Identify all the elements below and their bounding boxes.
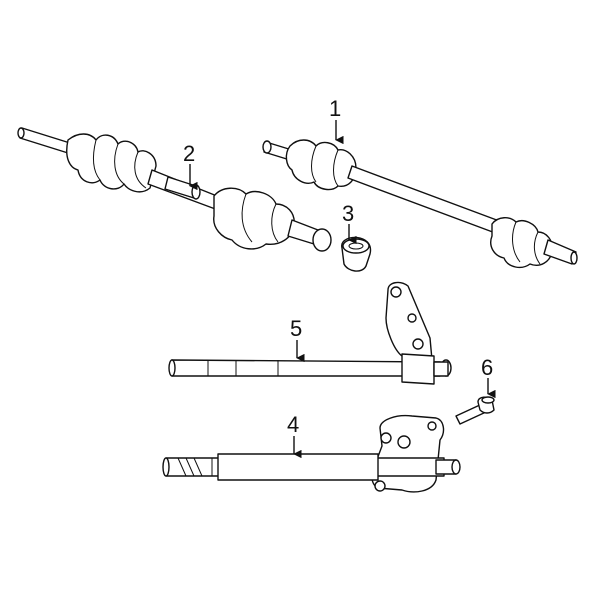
callout-2-label: 2 [183, 141, 195, 166]
callout-6: 6 [481, 355, 496, 399]
part-2-left-axle-shaft[interactable] [17, 127, 332, 252]
callout-3-label: 3 [342, 201, 354, 226]
callout-4-label: 4 [287, 412, 299, 437]
callout-6-label: 6 [481, 355, 493, 380]
callout-5-label: 5 [290, 316, 302, 341]
part-3-seal[interactable] [341, 236, 372, 272]
callout-4: 4 [287, 412, 302, 459]
callout-1-label: 1 [329, 96, 341, 121]
callout-1: 1 [329, 96, 344, 145]
callout-2: 2 [183, 141, 198, 191]
part-5-intermediate-shaft[interactable] [168, 281, 452, 385]
callout-5: 5 [290, 316, 305, 363]
part-1-right-axle-shaft[interactable] [262, 139, 578, 269]
part-4-intermediate-shaft[interactable] [162, 414, 461, 493]
part-6-bolt[interactable] [455, 396, 495, 425]
callout-3: 3 [342, 201, 357, 245]
